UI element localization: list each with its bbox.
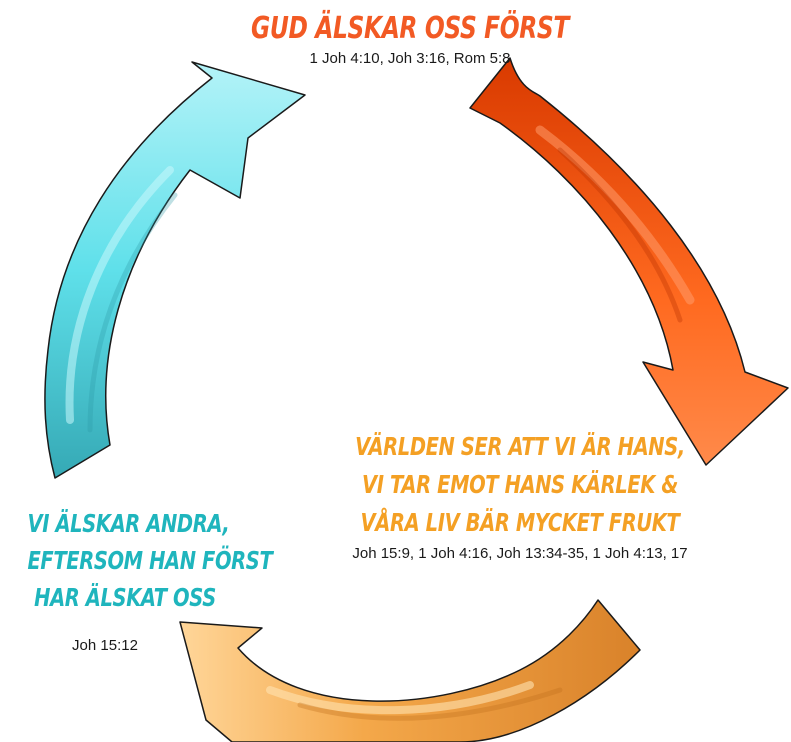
left-heading: VI ÄLSKAR ANDRA, EFTERSOM HAN FÖRST HAR … bbox=[27, 505, 273, 616]
top-heading: GUD ÄLSKAR OSS FÖRST bbox=[251, 11, 569, 46]
left-heading-line-1: VI ÄLSKAR ANDRA, bbox=[27, 509, 230, 538]
right-heading-line-3: VÅRA LIV BÄR MYCKET FRUKT bbox=[360, 508, 680, 537]
top-references: 1 Joh 4:10, Joh 3:16, Rom 5:8 bbox=[309, 50, 511, 67]
right-references: Joh 15:9, 1 Joh 4:16, Joh 13:34-35, 1 Jo… bbox=[352, 545, 688, 562]
arrow-orange bbox=[179, 599, 641, 742]
arrow-red bbox=[469, 57, 789, 466]
left-heading-line-2: EFTERSOM HAN FÖRST bbox=[27, 546, 273, 575]
arrow-cyan bbox=[44, 61, 306, 479]
right-heading-line-2: VI TAR EMOT HANS KÄRLEK & bbox=[362, 470, 678, 499]
left-references: Joh 15:12 bbox=[72, 637, 138, 654]
left-heading-line-3: HAR ÄLSKAT OSS bbox=[34, 583, 216, 612]
right-heading-line-1: VÄRLDEN SER ATT VI ÄR HANS, bbox=[355, 432, 685, 461]
right-heading: VÄRLDEN SER ATT VI ÄR HANS, VI TAR EMOT … bbox=[348, 428, 691, 542]
